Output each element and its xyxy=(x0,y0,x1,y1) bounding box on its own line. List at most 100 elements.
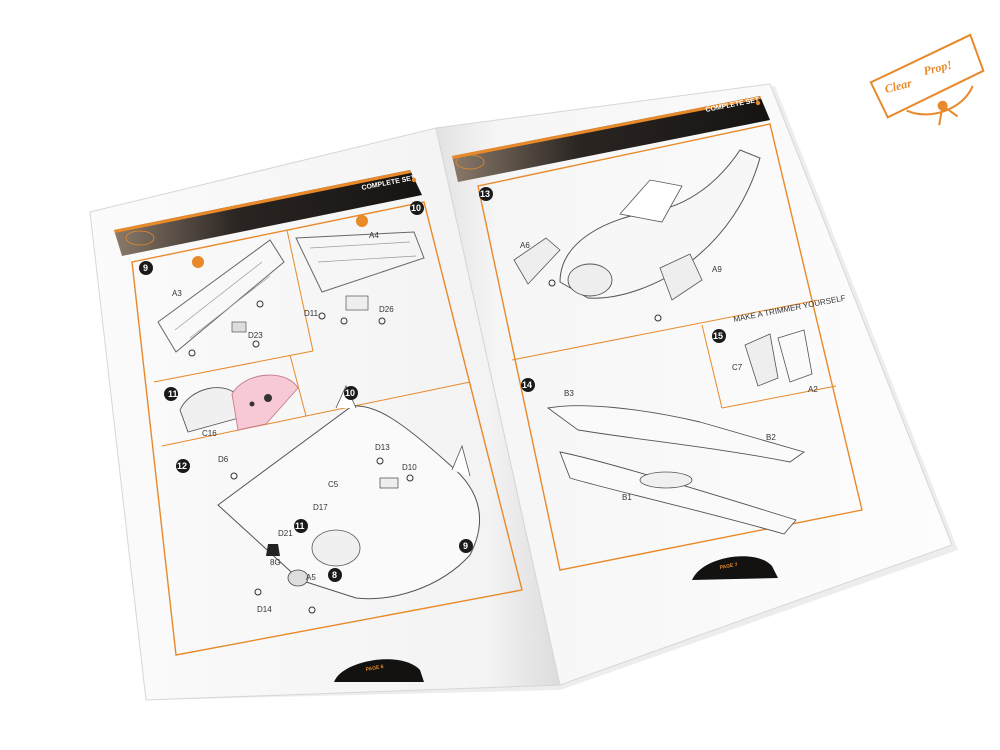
right-page: COMPLETE SET 13 12 A6 A9 15 M xyxy=(435,83,953,686)
svg-text:14: 14 xyxy=(522,380,532,390)
small-part xyxy=(379,477,399,489)
glue-icon xyxy=(548,279,556,287)
part-label: C16 xyxy=(202,429,217,438)
glue-icon xyxy=(340,317,348,325)
header-dot-icon xyxy=(411,177,417,183)
svg-text:9: 9 xyxy=(463,541,468,551)
right-page-tab: PAGE 7 xyxy=(692,556,778,580)
lower-wing-part xyxy=(559,451,797,535)
glue-icon xyxy=(376,457,384,465)
glue-icon xyxy=(252,340,260,348)
part-label: D10 xyxy=(402,463,417,472)
logo-word-prop: Prop! xyxy=(922,58,953,79)
cockpit-sidewall-part xyxy=(295,231,425,293)
canopy-frame xyxy=(619,179,683,223)
seat-part xyxy=(287,569,309,587)
step-divider xyxy=(286,229,314,352)
reference-badge xyxy=(328,568,342,582)
step-divider xyxy=(701,324,723,409)
fuselage-half xyxy=(217,405,481,600)
step-13: 13 12 A6 A9 xyxy=(479,149,761,322)
paint-color-icon xyxy=(192,256,204,268)
part-label: D14 xyxy=(257,605,272,614)
step-number-badge xyxy=(479,187,493,201)
step-divider xyxy=(161,415,307,447)
part-label: B2 xyxy=(766,433,776,442)
cockpit-sidewall-part xyxy=(157,239,285,353)
logo-word-clear: Clear xyxy=(883,76,913,96)
step-number-badge xyxy=(410,201,424,215)
svg-text:13: 13 xyxy=(480,189,490,199)
step-number-badge xyxy=(712,329,726,343)
step-9: 9 A3 D23 xyxy=(139,239,285,357)
right-page-frame xyxy=(477,123,863,571)
glue-icon xyxy=(378,317,386,325)
glue-icon xyxy=(406,474,414,482)
step-divider xyxy=(289,354,307,417)
glue-icon xyxy=(230,472,238,480)
part-label: D11 xyxy=(304,309,319,318)
step-number-badge xyxy=(164,387,178,401)
paint-color-icon xyxy=(356,215,368,227)
svg-text:10: 10 xyxy=(345,388,355,398)
part-label: A3 xyxy=(172,289,182,298)
upper-wing-part xyxy=(546,405,806,463)
part-label: B1 xyxy=(622,493,632,502)
small-part xyxy=(231,321,247,333)
left-page-tab: PAGE 6 xyxy=(334,659,424,682)
trimmer-part xyxy=(744,333,779,387)
step-number-badge xyxy=(521,378,535,392)
part-label: C7 xyxy=(732,363,743,372)
glue-icon xyxy=(254,588,262,596)
step-12: 12 10 11 8 9 D6 D13 xyxy=(176,385,481,614)
svg-text:12: 12 xyxy=(177,461,187,471)
part-label: A5 xyxy=(306,573,316,582)
part-label: 8G xyxy=(270,558,281,567)
part-label: D13 xyxy=(375,443,390,452)
reference-badge xyxy=(344,386,358,400)
part-label: D17 xyxy=(313,503,328,512)
left-page-frame xyxy=(131,201,523,656)
step-14: 14 B3 B2 B1 xyxy=(521,378,806,535)
part-label: A4 xyxy=(369,231,379,240)
step-divider xyxy=(511,299,819,361)
small-part xyxy=(345,295,369,311)
part-label: D21 xyxy=(278,529,293,538)
step-divider xyxy=(721,385,837,409)
svg-text:10: 10 xyxy=(411,203,421,213)
svg-text:9: 9 xyxy=(143,263,148,273)
part-label: C5 xyxy=(328,480,339,489)
part-label: B3 xyxy=(564,389,574,398)
engine-cowl xyxy=(567,263,613,297)
step-10: 10 A4 D11 D26 xyxy=(295,201,425,325)
page-logo xyxy=(125,154,485,246)
reference-badge xyxy=(459,539,473,553)
clear-prop-logo: Clear Prop! xyxy=(869,33,985,126)
svg-text:11: 11 xyxy=(295,521,305,531)
step-11: 11 C16 xyxy=(164,374,299,438)
right-page-number: PAGE 7 xyxy=(719,562,738,571)
svg-text:15: 15 xyxy=(713,331,723,341)
step-number-badge xyxy=(139,261,153,275)
left-page: COMPLETE SET 9 A3 D23 10 xyxy=(89,127,561,701)
part-label: D23 xyxy=(248,331,263,340)
step-divider xyxy=(305,381,471,417)
part-label: A2 xyxy=(808,385,818,394)
glue-icon xyxy=(188,349,196,357)
left-page-number: PAGE 6 xyxy=(365,664,384,673)
step-number-badge xyxy=(176,459,190,473)
instrument-panel-decal xyxy=(231,374,299,431)
part-label: A9 xyxy=(712,265,722,274)
glue-icon xyxy=(256,300,264,308)
part-label: D26 xyxy=(379,305,394,314)
svg-text:8: 8 xyxy=(332,570,337,580)
cockpit-tub xyxy=(311,529,361,567)
weight-icon xyxy=(266,544,280,556)
part-label: A6 xyxy=(520,241,530,250)
glue-icon xyxy=(308,606,316,614)
cowl-panel-right xyxy=(659,253,703,301)
wing-center-section xyxy=(639,471,693,489)
svg-text:11: 11 xyxy=(168,389,178,399)
rudder-part xyxy=(777,329,813,383)
